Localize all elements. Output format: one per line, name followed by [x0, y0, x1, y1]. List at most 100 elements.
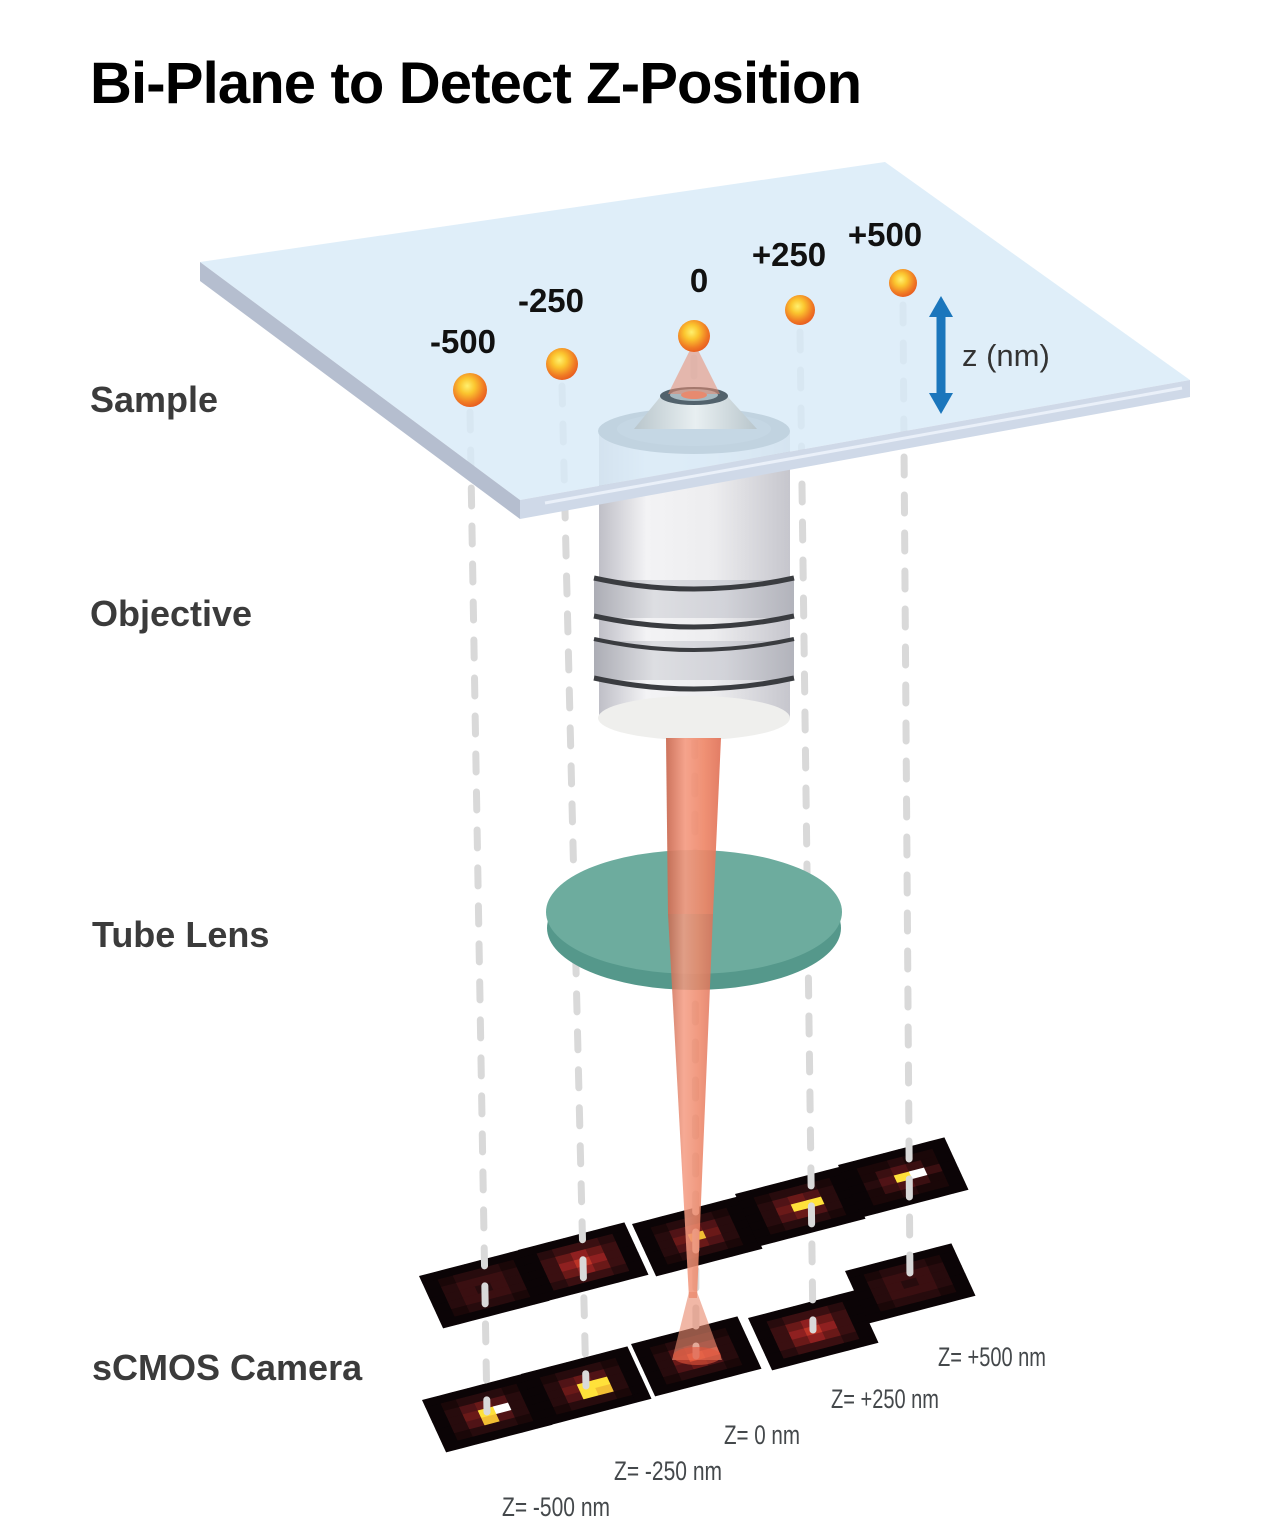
diagram-texts: Bi-Plane to Detect Z-Position Sample Obj…: [90, 51, 862, 1388]
psf-pixel: [888, 1197, 908, 1210]
emitter-dot-+500: [889, 269, 917, 297]
beam-column: [666, 738, 721, 914]
psf-pixel: [538, 1290, 558, 1303]
guide-line--500: [466, 408, 491, 1416]
objective-ring-line: [593, 675, 795, 692]
psf-pixel: [895, 1303, 915, 1316]
z-position-label--500: Z= -500 nm: [502, 1492, 610, 1522]
emitter-dot--500: [453, 373, 487, 407]
psf-pixel: [439, 1316, 459, 1329]
psf-pixel: [697, 1252, 718, 1265]
psf-pixel: [742, 1360, 762, 1373]
emitter-dot-+250: [785, 295, 815, 325]
objective-neck-cone: [634, 396, 757, 429]
psf-pixel: [956, 1287, 976, 1300]
psf-pixel: [629, 1266, 649, 1279]
psf-pixel: [556, 1410, 576, 1423]
z-axis-indicator: z (nm): [929, 296, 1050, 414]
tube-lens-label: Tube Lens: [92, 914, 269, 955]
psf-pixel: [667, 1260, 687, 1273]
psf-pixel: [518, 1420, 538, 1433]
scmos-camera-label: sCMOS Camera: [92, 1347, 363, 1388]
psf-pixel: [768, 1358, 788, 1371]
emitter-dot-0: [678, 320, 710, 352]
psf-pixel: [442, 1440, 462, 1453]
beam-cone-above-plane: [668, 350, 720, 394]
psf-pixel: [632, 1390, 652, 1403]
objective-ring-line: [593, 613, 795, 630]
psf-pixel: [798, 1350, 818, 1363]
psf-pixel: [770, 1230, 790, 1243]
psf-pixel: [785, 1226, 805, 1239]
psf-pixel: [880, 1307, 900, 1320]
z-arrow-down-icon: [929, 393, 953, 414]
psf-pixel: [541, 1414, 561, 1427]
z-position-label--250: Z= -250 nm: [614, 1456, 722, 1486]
psf-pixel: [484, 1304, 505, 1317]
psf-pixel: [515, 1296, 535, 1309]
psf-pixel: [910, 1299, 931, 1312]
psf-pixel: [816, 1218, 836, 1231]
psf-pixel: [469, 1308, 489, 1321]
psf-pixel: [949, 1181, 969, 1194]
psf-pixel: [873, 1201, 893, 1214]
emitter-label-+250: +250: [752, 236, 826, 273]
psf-pixel: [926, 1295, 946, 1308]
psf-pixel: [571, 1406, 591, 1419]
z-position-label-+500: Z= +500 nm: [938, 1342, 1046, 1372]
z-position-label-+250: Z= +250 nm: [831, 1384, 939, 1414]
psf-pixel: [617, 1394, 637, 1407]
emitter-label-+500: +500: [848, 216, 922, 253]
psf-pixel: [783, 1354, 803, 1367]
objective-label: Objective: [90, 593, 252, 634]
objective-ring-line: [593, 575, 795, 592]
camera-z-labels: Z= -500 nmZ= -250 nmZ= 0 nm Z= +250 nm Z= …: [502, 1342, 1046, 1522]
psf-pixel: [865, 1311, 885, 1324]
psf-pixel: [858, 1205, 878, 1218]
psf-pixel: [713, 1248, 733, 1261]
beam-converging: [668, 914, 713, 1298]
z-axis-label: z (nm): [962, 338, 1050, 373]
psf-pixel: [487, 1428, 508, 1441]
psf-pixel: [553, 1286, 573, 1299]
z-arrow-up-icon: [929, 296, 953, 317]
sample-plane-left-edge: [200, 262, 520, 519]
psf-pixel: [599, 1274, 619, 1287]
psf-pixel: [586, 1402, 607, 1415]
psf-pixel: [859, 1334, 879, 1347]
psf-pixel: [844, 1338, 864, 1351]
psf-pixel: [500, 1300, 520, 1313]
emitter-label-0: 0: [690, 262, 708, 299]
psf-pixel: [681, 1376, 701, 1389]
psf-pixel: [696, 1372, 717, 1385]
sample-plane-edge-highlight: [544, 386, 1183, 505]
psf-pixel: [941, 1291, 961, 1304]
z-position-label-0: Z= 0 nm: [724, 1420, 800, 1450]
guide-line-+500: [899, 301, 914, 1287]
psf-pixel: [919, 1189, 939, 1202]
emitter-label--250: -250: [518, 282, 584, 319]
psf-pixel: [568, 1282, 588, 1295]
psf-pixel: [666, 1380, 686, 1393]
psf-image-plane1-+500: [838, 1137, 969, 1218]
objective-bottom-cap: [598, 696, 790, 740]
psf-pixel: [651, 1384, 671, 1397]
psf-image-plane2-+500: [845, 1243, 976, 1324]
psf-pixel: [602, 1398, 622, 1411]
emitter-dot--250: [546, 348, 578, 380]
psf-pixel: [583, 1278, 604, 1291]
sample-plane-front-edge: [520, 380, 1190, 519]
psf-pixel: [743, 1240, 763, 1253]
psf-pixel: [728, 1244, 748, 1257]
objective-ring-line: [593, 637, 795, 652]
psf-pixel: [755, 1234, 775, 1247]
psf-pixel: [652, 1264, 672, 1277]
psf-image-plane2--250: [521, 1346, 652, 1427]
psf-pixel: [454, 1312, 474, 1325]
psf-image-plane1--500: [419, 1248, 550, 1329]
beam-focus-glow: [673, 1347, 721, 1365]
psf-image-plane1--250: [518, 1222, 649, 1303]
